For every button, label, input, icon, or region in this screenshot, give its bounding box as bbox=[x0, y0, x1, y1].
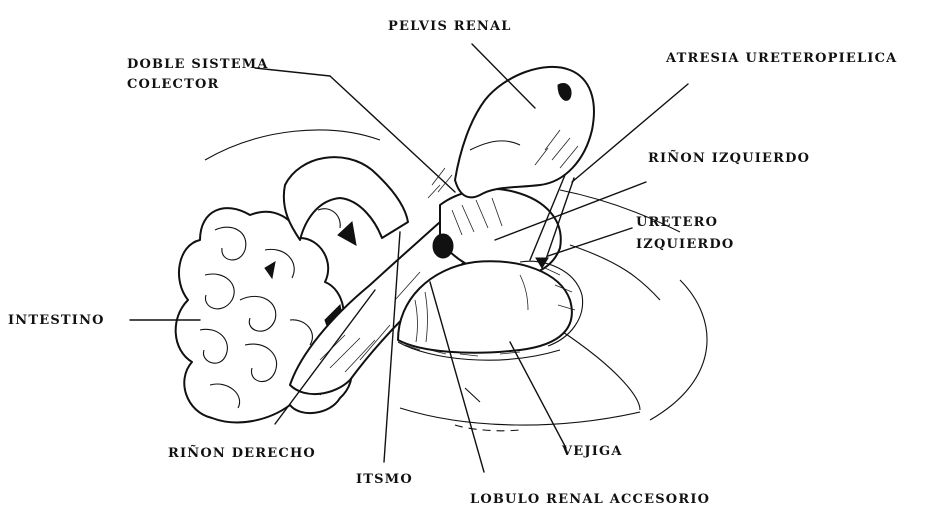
label-lobulo: LOBULO RENAL ACCESORIO bbox=[470, 492, 710, 507]
renal-pelvis-illustration bbox=[428, 67, 594, 198]
leader-vejiga bbox=[510, 342, 566, 448]
label-rinon-derecho: RIÑON DERECHO bbox=[168, 445, 316, 461]
label-pelvis-renal: PELVIS RENAL bbox=[388, 19, 512, 34]
label-atresia: ATRESIA URETEROPIELICA bbox=[665, 51, 897, 66]
label-uretero-line2: IZQUIERDO bbox=[636, 237, 734, 252]
label-doble-sistema-line1: DOBLE SISTEMA bbox=[127, 57, 269, 72]
label-doble-sistema-line2: COLECTOR bbox=[127, 77, 219, 92]
renal-hilum-mark bbox=[433, 234, 453, 258]
label-intestino: INTESTINO bbox=[8, 313, 105, 328]
label-itsmo: ITSMO bbox=[356, 472, 413, 487]
label-vejiga: VEJIGA bbox=[561, 444, 623, 459]
label-uretero-line1: URETERO bbox=[636, 215, 718, 230]
label-rinon-izquierdo: RIÑON IZQUIERDO bbox=[648, 150, 810, 166]
